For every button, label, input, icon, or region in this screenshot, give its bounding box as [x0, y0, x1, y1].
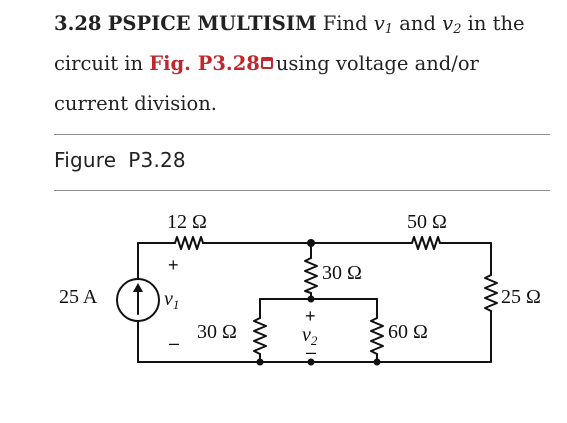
problem-text-current: current division.: [54, 92, 217, 115]
current-source: [116, 278, 160, 322]
label-60-ohm: 60 Ω: [388, 321, 428, 343]
divider-top: [54, 134, 550, 135]
problem-text-using: using voltage and/or: [275, 52, 479, 75]
label-12-ohm: 12 Ω: [167, 211, 207, 233]
node-dot-bottom-left: [256, 358, 264, 366]
divider-bottom: [54, 190, 550, 191]
node-dot-bottom-middle: [307, 358, 315, 366]
label-30-ohm-middle: 30 Ω: [322, 262, 362, 284]
v2-plus-sign: +: [305, 306, 316, 326]
node-dot-top: [307, 239, 315, 247]
label-25-ohm: 25 Ω: [501, 286, 541, 308]
variable-v1: v1: [373, 12, 394, 37]
problem-text-find: Find: [322, 12, 368, 35]
node-dot-bottom-right: [373, 358, 381, 366]
v1-minus-sign: –: [169, 333, 179, 353]
resistor-30-ohm-middle: [304, 257, 318, 294]
open-figure-icon[interactable]: [260, 57, 273, 69]
figure-number: P3.28: [128, 148, 186, 172]
resistor-25-ohm: [484, 274, 498, 312]
resistor-60-ohm: [370, 317, 384, 355]
v2-minus-sign: –: [306, 342, 316, 362]
node-dot-middle: [307, 295, 315, 303]
v1-plus-sign: +: [168, 255, 179, 275]
problem-statement: 3.28 PSPICE MULTISIM Find v1 and v2 in t…: [54, 4, 554, 124]
problem-number: 3.28: [54, 12, 102, 35]
problem-text-and: and: [399, 12, 436, 35]
v1-label: v1: [164, 288, 179, 312]
label-50-ohm: 50 Ω: [407, 211, 447, 233]
resistor-12-ohm: [174, 236, 204, 250]
wire-top-right: [439, 242, 492, 276]
figure-link[interactable]: Fig. P3.28: [149, 52, 260, 75]
software-tags: PSPICE MULTISIM: [107, 12, 317, 35]
problem-text-circuit-in: circuit in: [54, 52, 144, 75]
variable-v2: v2: [442, 12, 462, 37]
resistor-50-ohm-top: [411, 236, 441, 250]
figure-title: Figure P3.28: [54, 148, 186, 172]
label-25-amp: 25 A: [59, 286, 98, 308]
resistor-30-ohm-left: [253, 317, 267, 355]
problem-text-in-the: in the: [467, 12, 525, 35]
v2-label: v2: [302, 324, 318, 348]
source-arrow-head: [133, 283, 143, 292]
figure-label: Figure: [54, 148, 117, 172]
wire-bottom: [137, 310, 492, 363]
label-30-ohm-left: 30 Ω: [197, 321, 237, 343]
